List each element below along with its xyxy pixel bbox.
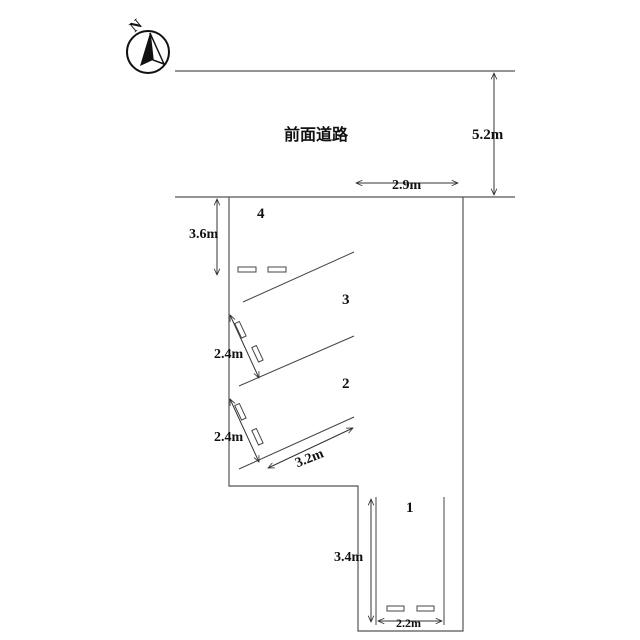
wheel-stop xyxy=(251,344,264,363)
space-2-length-dimension xyxy=(268,427,353,469)
space-divider xyxy=(242,251,355,303)
road-label: 前面道路 xyxy=(284,125,349,144)
lot-outline xyxy=(228,197,464,632)
space-4-number: 4 xyxy=(257,206,265,222)
wheel-stop xyxy=(386,605,405,612)
space-divider xyxy=(238,335,355,387)
space-2-depth-label: 2.4m xyxy=(214,430,244,445)
space-1-length-label: 3.4m xyxy=(334,550,364,565)
wheel-stop xyxy=(416,605,435,612)
space-1-width-label: 2.2m xyxy=(396,616,421,630)
north-arrow-icon: N xyxy=(126,16,170,74)
space-2-depth-dimension xyxy=(229,399,260,462)
wheel-stop xyxy=(267,266,287,273)
wheel-stop xyxy=(251,427,264,446)
frontage-label: 2.9m xyxy=(392,178,422,193)
space-3-depth-dimension xyxy=(229,315,260,378)
compass-label: N xyxy=(127,16,146,35)
space-1-number: 1 xyxy=(406,500,414,516)
wheel-stop xyxy=(237,266,257,273)
space-2-length-label: 3.2m xyxy=(293,446,326,471)
wheel-stop xyxy=(234,402,247,421)
road-width-label: 5.2m xyxy=(472,127,504,143)
space-3-depth-label: 2.4m xyxy=(214,347,244,362)
space-4-depth-label: 3.6m xyxy=(189,227,219,242)
space-2-number: 2 xyxy=(342,376,350,392)
wheel-stop xyxy=(234,320,247,339)
space-3-number: 3 xyxy=(342,292,350,308)
